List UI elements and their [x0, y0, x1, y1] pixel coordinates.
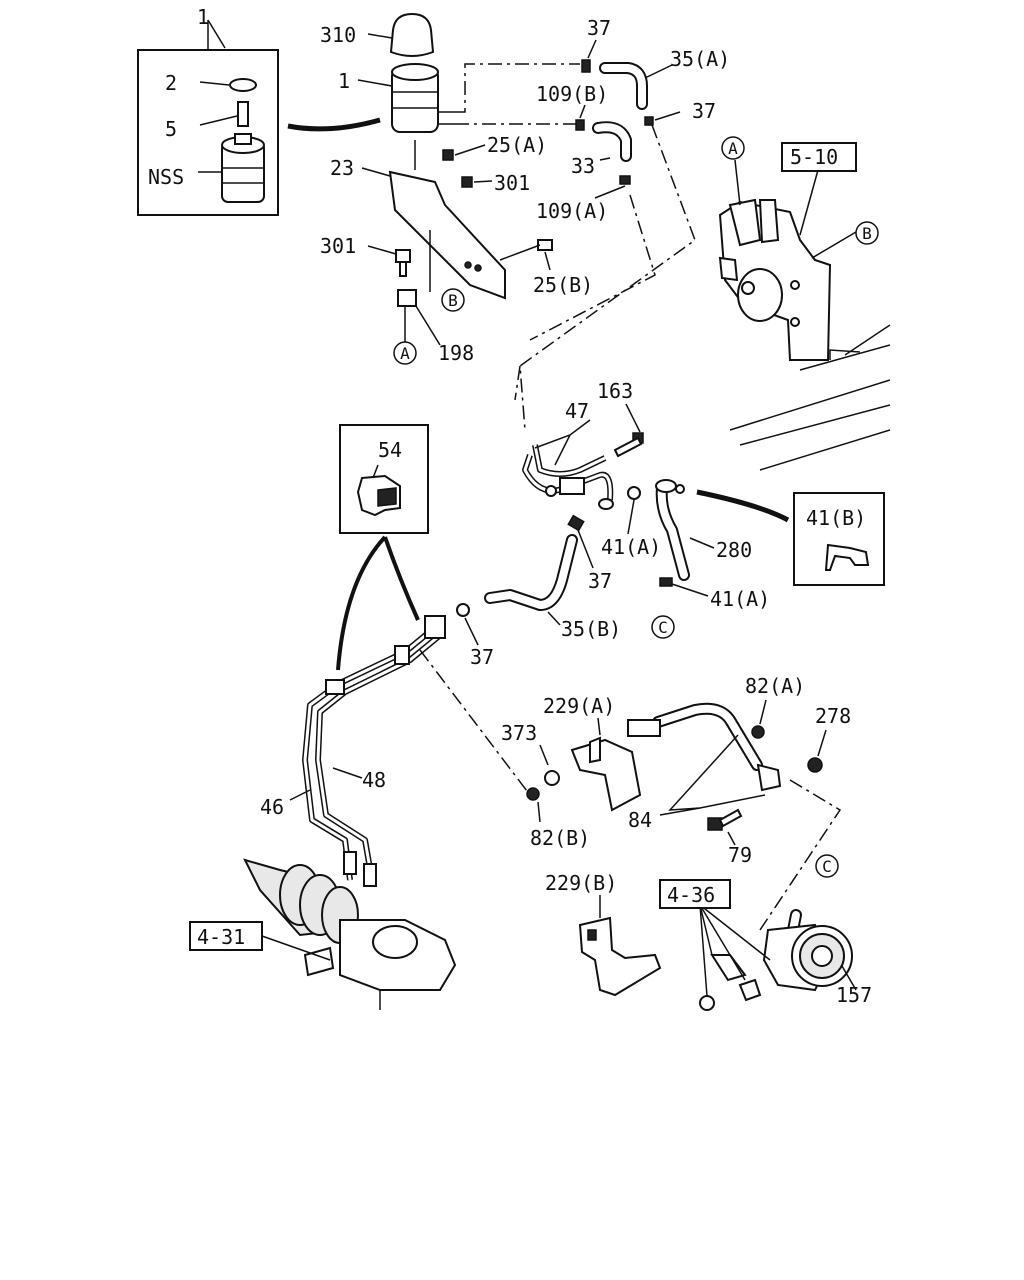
frame-detail: [718, 142, 891, 471]
label-4-31: 4-31: [197, 925, 245, 949]
label-280: 280: [716, 538, 752, 562]
pump-157: [659, 879, 857, 1011]
label-82a: 82(A): [745, 674, 805, 698]
label-54: 54: [378, 438, 402, 462]
label-84: 84: [628, 808, 652, 832]
clip-41b-inset: [793, 492, 885, 586]
callout-c-1: C: [651, 615, 675, 639]
label-41b: 41(B): [806, 506, 866, 530]
callout-b-1: B: [441, 288, 465, 312]
label-25a: 25(A): [487, 133, 547, 157]
label-37-b: 37: [692, 99, 716, 123]
label-41a-1: 41(A): [601, 535, 661, 559]
label-198: 198: [438, 341, 474, 365]
bracket-229a-assembly: [526, 699, 842, 931]
svg-text:A: A: [728, 139, 738, 158]
label-301-a: 301: [494, 171, 530, 195]
label-157: 157: [836, 983, 872, 1007]
label-47: 47: [565, 399, 589, 423]
hose-35b: [456, 514, 594, 646]
hose-280: [627, 479, 790, 597]
svg-text:C: C: [658, 618, 668, 637]
label-310: 310: [320, 23, 356, 47]
label-23: 23: [330, 156, 354, 180]
label-37-c: 37: [588, 569, 612, 593]
callout-c-2: C: [815, 854, 839, 878]
label-5: 5: [165, 117, 177, 141]
label-46: 46: [260, 795, 284, 819]
reservoir-inset: [137, 19, 381, 216]
pipe-47-assembly: [522, 403, 644, 510]
label-5-10: 5-10: [790, 145, 838, 169]
label-229a: 229(A): [543, 694, 615, 718]
svg-text:B: B: [448, 291, 458, 310]
label-109b: 109(B): [536, 82, 608, 106]
label-1: 1: [338, 69, 350, 93]
label-48: 48: [362, 768, 386, 792]
upper-hoses: [455, 39, 696, 431]
label-373: 373: [501, 721, 537, 745]
label-163: 163: [597, 379, 633, 403]
svg-text:A: A: [400, 344, 410, 363]
label-79: 79: [728, 843, 752, 867]
reservoir-assembly: [357, 12, 553, 346]
callout-a-2: A: [721, 136, 745, 160]
bracket-229b: [578, 895, 662, 997]
label-41a-2: 41(A): [710, 587, 770, 611]
label-109a: 109(A): [536, 199, 608, 223]
label-37-d: 37: [470, 645, 494, 669]
label-33: 33: [571, 154, 595, 178]
label-37-a: 37: [587, 16, 611, 40]
label-35a: 35(A): [670, 47, 730, 71]
callout-a-1: A: [393, 341, 417, 365]
label-278: 278: [815, 704, 851, 728]
label-301-b: 301: [320, 234, 356, 258]
label-2: 2: [165, 71, 177, 95]
label-35b: 35(B): [561, 617, 621, 641]
svg-text:B: B: [862, 224, 872, 243]
svg-text:C: C: [822, 857, 832, 876]
label-25b: 25(B): [533, 273, 593, 297]
label-1-top: 1: [197, 5, 209, 29]
clip-54-inset: [336, 424, 429, 671]
label-229b: 229(B): [545, 871, 617, 895]
label-4-36: 4-36: [667, 883, 715, 907]
callout-b-2: B: [855, 221, 879, 245]
steering-gear: [189, 858, 457, 1010]
label-82b: 82(B): [530, 826, 590, 850]
label-nss: NSS: [148, 165, 184, 189]
pressure-pipes: [289, 615, 531, 887]
